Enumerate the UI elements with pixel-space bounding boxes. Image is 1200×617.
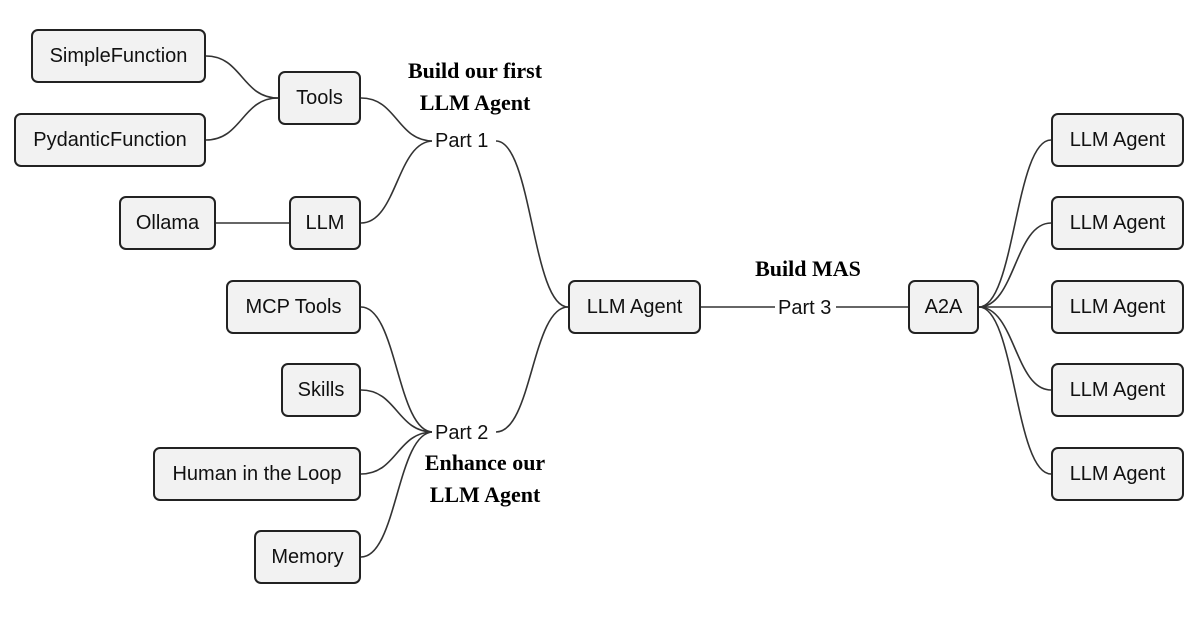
node-mcp-tools[interactable]: MCP Tools	[226, 280, 361, 334]
node-agent-5[interactable]: LLM Agent	[1051, 447, 1184, 501]
connector-line	[205, 55, 279, 99]
node-agent-2[interactable]: LLM Agent	[1051, 196, 1184, 250]
label-part-2[interactable]: Part 2	[432, 420, 492, 446]
node-human-in-the-loop[interactable]: Human in the Loop	[153, 447, 361, 501]
connector-line	[205, 97, 279, 141]
connector-line	[360, 140, 434, 224]
connector-line	[360, 306, 434, 433]
connector-line	[360, 389, 434, 433]
node-ollama[interactable]: Ollama	[119, 196, 216, 250]
node-agent-3[interactable]: LLM Agent	[1051, 280, 1184, 334]
node-tools[interactable]: Tools	[278, 71, 361, 125]
note-line: LLM Agent	[429, 482, 541, 507]
connector-line	[360, 97, 434, 142]
note-build-mas: Build MAS	[728, 253, 888, 285]
connector-line	[978, 139, 1052, 308]
note-line: LLM Agent	[419, 90, 531, 115]
node-memory[interactable]: Memory	[254, 530, 361, 584]
connector-line	[978, 306, 1052, 391]
note-line: Enhance our	[424, 450, 546, 475]
note-enhance-agent: Enhance our LLM Agent	[405, 447, 565, 511]
node-pydanticfunction[interactable]: PydanticFunction	[14, 113, 206, 167]
note-line: Build MAS	[755, 256, 861, 281]
node-skills[interactable]: Skills	[281, 363, 361, 417]
label-part-1[interactable]: Part 1	[432, 128, 492, 154]
note-line: Build our first	[407, 58, 543, 83]
connector-line	[360, 431, 434, 475]
node-agent-1[interactable]: LLM Agent	[1051, 113, 1184, 167]
connector-line	[360, 431, 434, 558]
connector-line	[495, 306, 569, 433]
node-agent-4[interactable]: LLM Agent	[1051, 363, 1184, 417]
connector-line	[978, 306, 1052, 475]
node-root-llm-agent[interactable]: LLM Agent	[568, 280, 701, 334]
label-part-3[interactable]: Part 3	[775, 295, 835, 321]
note-build-first-agent: Build our first LLM Agent	[395, 55, 555, 119]
node-llm[interactable]: LLM	[289, 196, 361, 250]
node-simplefunction[interactable]: SimpleFunction	[31, 29, 206, 83]
connector-line	[978, 222, 1052, 308]
connector-line	[495, 140, 569, 308]
node-a2a[interactable]: A2A	[908, 280, 979, 334]
